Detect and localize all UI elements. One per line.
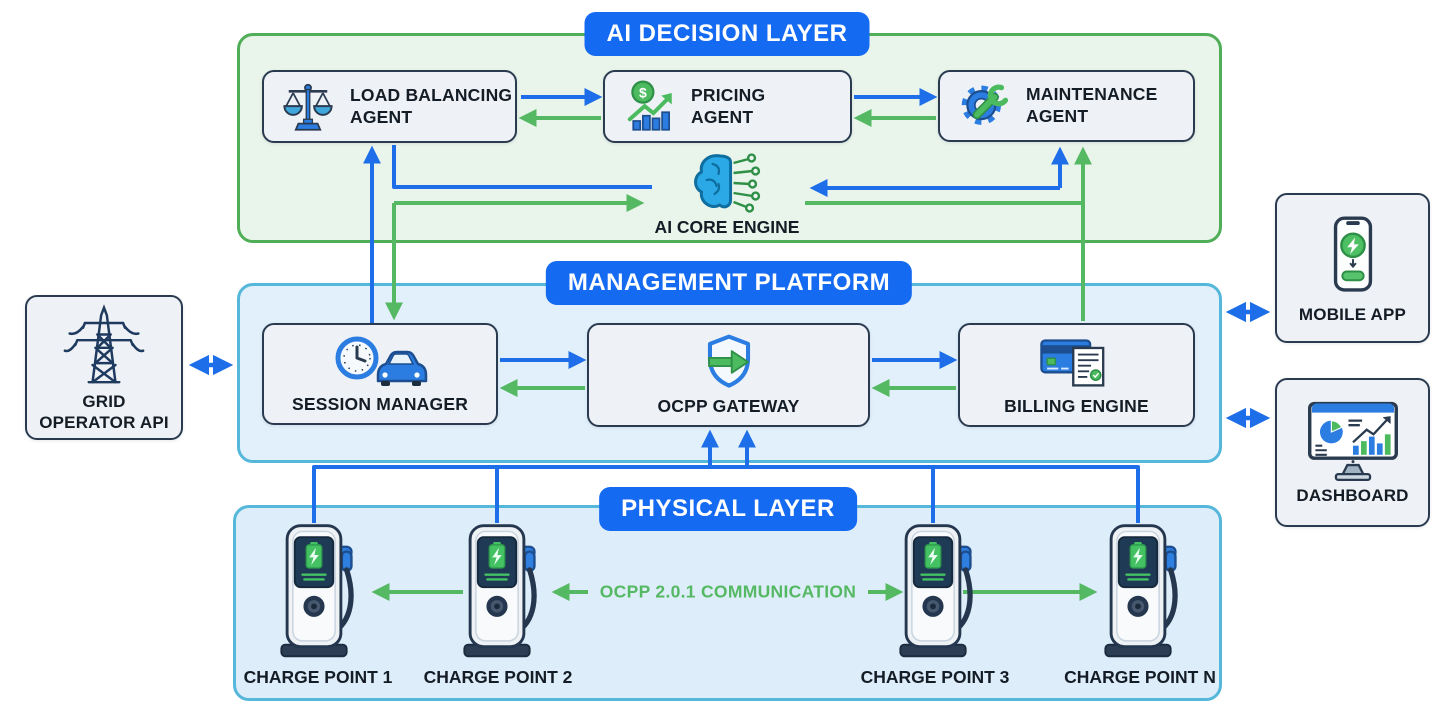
- node-ai-core-engine: AI CORE ENGINE: [654, 150, 800, 238]
- node-label: SESSION MANAGER: [291, 394, 469, 414]
- node-session-manager: SESSION MANAGER: [262, 323, 498, 425]
- ev-charger-icon: [885, 518, 981, 662]
- ev-charger-icon: [449, 518, 545, 662]
- ev-charger-icon: [266, 518, 362, 662]
- node-dashboard: DASHBOARD: [1275, 378, 1430, 527]
- charge-point-label: CHARGE POINT 2: [423, 667, 573, 687]
- transmission-tower-icon: [63, 303, 145, 384]
- node-label: MOBILE APP: [1298, 304, 1407, 324]
- ocpp-communication-label: OCPP 2.0.1 COMMUNICATION: [599, 581, 857, 602]
- node-load-balancing-agent: LOAD BALANCING AGENT: [262, 70, 517, 143]
- phone-charging-icon: [1333, 216, 1372, 292]
- balance-scale-icon: [283, 83, 333, 131]
- physical-layer-badge: PHYSICAL LAYER: [599, 487, 857, 531]
- ev-charger-icon: [1090, 518, 1186, 662]
- shield-arrow-icon: [707, 334, 750, 388]
- node-ocpp-gateway: OCPP GATEWAY: [587, 323, 870, 427]
- node-mobile-app: MOBILE APP: [1275, 193, 1430, 343]
- svg-text:$: $: [639, 84, 647, 100]
- node-label: OCPP GATEWAY: [657, 396, 800, 416]
- card-receipt-icon: [1039, 339, 1104, 387]
- clock-car-icon: [335, 336, 428, 386]
- physical-layer-box: [233, 505, 1222, 701]
- node-label: MAINTENANCE AGENT: [1026, 84, 1158, 126]
- node-grid-operator-api: GRID OPERATOR API: [25, 295, 183, 440]
- node-pricing-agent: $ PRICING AGENT: [603, 70, 852, 143]
- node-label: LOAD BALANCING AGENT: [350, 84, 513, 127]
- pricing-growth-icon: $: [627, 80, 672, 131]
- node-label: PRICING AGENT: [691, 84, 766, 127]
- gear-wrench-icon: [961, 84, 1009, 125]
- node-label: GRID OPERATOR API: [39, 391, 169, 432]
- ai-decision-layer-badge: AI DECISION LAYER: [584, 12, 870, 56]
- node-billing-engine: BILLING ENGINE: [958, 323, 1195, 427]
- brain-circuit-icon: [694, 153, 761, 213]
- node-label: BILLING ENGINE: [1004, 396, 1149, 416]
- node-label: DASHBOARD: [1296, 486, 1409, 505]
- analytics-monitor-icon: [1307, 401, 1398, 481]
- charge-point-label: CHARGE POINT N: [1064, 667, 1216, 687]
- node-label: AI CORE ENGINE: [654, 217, 800, 237]
- node-maintenance-agent: MAINTENANCE AGENT: [938, 70, 1195, 142]
- charge-point-label: CHARGE POINT 3: [860, 667, 1010, 687]
- management-platform-badge: MANAGEMENT PLATFORM: [545, 261, 913, 305]
- charge-point-label: CHARGE POINT 1: [243, 667, 393, 687]
